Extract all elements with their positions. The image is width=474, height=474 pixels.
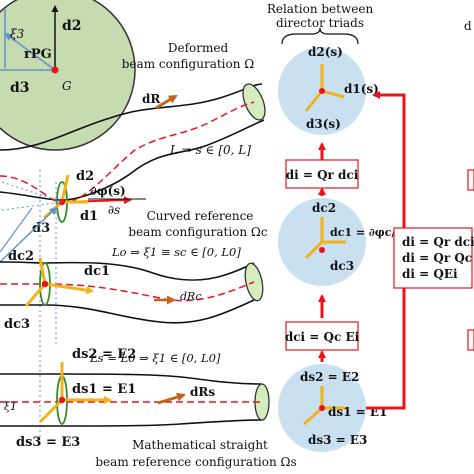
straight-beam-top-outline bbox=[0, 373, 263, 385]
curved-title-line2: beam configuration Ωc bbox=[128, 225, 267, 239]
top-relation-text: di = Qr dci bbox=[286, 168, 359, 182]
dphi-numerator: ∂φ(s) bbox=[90, 184, 125, 198]
curved-d1-triad bbox=[44, 282, 94, 295]
circle-middle-centroid bbox=[319, 247, 325, 253]
right-relation-frame bbox=[393, 227, 473, 289]
straight-beam: Ls = L0 ⇒ ξ1 ∈ [0, L0] ds2 = E2 ds1 = E1… bbox=[0, 347, 297, 469]
deformed-d1-label: d1 bbox=[80, 209, 98, 224]
circle-bottom-d3-axis bbox=[303, 406, 323, 426]
circle-top-d3-label: d3(s) bbox=[306, 117, 341, 131]
circle-bottom-d3-label: ds3 = E3 bbox=[308, 433, 367, 447]
position-vector-2 bbox=[0, 207, 33, 253]
relation-brace bbox=[281, 27, 359, 45]
circle-top-centroid bbox=[319, 88, 325, 94]
circle-middle-d2-label: dc2 bbox=[312, 201, 336, 215]
mid-relation-box: dci = Qc Ei bbox=[285, 321, 360, 351]
deformed-d2-triad bbox=[60, 174, 70, 203]
deformed-d3-label: d3 bbox=[32, 221, 50, 236]
relation-heading-line2: director triads bbox=[276, 16, 364, 30]
circle-bottom-d2-label: ds2 = E2 bbox=[300, 370, 359, 384]
d2-label: d2 bbox=[62, 18, 82, 34]
xi3-label: ξ3 bbox=[10, 27, 25, 41]
straight-section-centroid bbox=[58, 396, 66, 404]
cross-section: ξ3 d2 rPG d3 G bbox=[0, 0, 136, 151]
curved-dR-label: dRc bbox=[180, 290, 201, 303]
circle-middle-d3-label: dc3 bbox=[330, 259, 354, 273]
deformed-section-centroid bbox=[58, 198, 66, 206]
rpg-vector bbox=[4, 32, 56, 71]
dphi-denominator: ∂s bbox=[108, 203, 120, 217]
deformed-title-line1: Deformed bbox=[168, 41, 229, 55]
right-cut-box-bottom bbox=[467, 329, 474, 351]
curved-d3-triad bbox=[24, 283, 47, 307]
curved-d2-label: dc2 bbox=[8, 249, 34, 264]
circle-top-d3-axis bbox=[304, 90, 324, 112]
straight-length-map: Ls = L0 ⇒ ξ1 ∈ [0, L0] bbox=[89, 351, 221, 365]
straight-d3-triad bbox=[38, 398, 64, 424]
circle-top-d1-label: d1(s) bbox=[344, 82, 379, 96]
deformed-dR-arrow bbox=[155, 94, 178, 110]
top-relation-frame bbox=[285, 159, 359, 189]
circle-top-d2-label: d2(s) bbox=[308, 45, 343, 59]
circle-bottom-centroid bbox=[319, 405, 325, 411]
top-relation-box: di = Qr dci bbox=[285, 159, 359, 189]
deformed-beam: Deformed beam configuration Ω dR L ⇒ s ∈… bbox=[0, 41, 266, 236]
curved-beam-bottom-outline bbox=[0, 299, 255, 324]
right-cut-heading: d bbox=[464, 19, 472, 33]
deformed-dR-label: dR bbox=[142, 92, 161, 106]
right-relation-line1: di = Qr dci bbox=[402, 235, 474, 249]
curved-beam: Curved reference beam configuration Ωc L… bbox=[0, 209, 268, 332]
d3-label: d3 bbox=[10, 80, 30, 96]
curved-section-centroid bbox=[41, 280, 49, 288]
circle-bottom: ds2 = E2 ds1 = E1 ds3 = E3 bbox=[278, 364, 387, 452]
curved-d2-triad bbox=[38, 257, 47, 285]
straight-title-line2: beam reference configuration Ωs bbox=[95, 455, 296, 469]
straight-d3-label: ds3 = E3 bbox=[16, 435, 80, 450]
mid-relation-text: dci = Qc Ei bbox=[285, 330, 360, 344]
curved-beam-centerline bbox=[0, 281, 255, 302]
curved-title-line1: Curved reference bbox=[147, 209, 254, 223]
position-vector bbox=[0, 206, 58, 263]
curved-d3-label: dc3 bbox=[4, 317, 30, 332]
curved-d1-label: dc1 bbox=[84, 264, 110, 279]
circle-top: d2(s) d1(s) d3(s) bbox=[278, 45, 379, 135]
right-relation-line3: di = QEi bbox=[402, 267, 458, 281]
deformed-length-map: L ⇒ s ∈ [0, L] bbox=[169, 143, 251, 157]
deformed-beam-top-outline bbox=[0, 83, 263, 151]
straight-d2-label: ds2 = E2 bbox=[72, 347, 136, 362]
circle-top-d1-axis bbox=[321, 89, 345, 99]
right-relation-box: di = Qr dci di = Qr Qc Ei di = QEi bbox=[393, 227, 474, 289]
straight-dR-arrow bbox=[157, 392, 186, 405]
right-cut-box-top bbox=[467, 169, 474, 191]
mid-relation-frame bbox=[285, 321, 359, 351]
centroid-label: G bbox=[62, 79, 72, 93]
xi1-label: ξ1 bbox=[4, 400, 17, 413]
curved-beam-top-outline bbox=[0, 261, 255, 281]
deformed-title-line2: beam configuration Ω bbox=[122, 57, 255, 71]
straight-dR-label: dRs bbox=[190, 385, 215, 399]
straight-beam-bottom-outline bbox=[0, 419, 263, 427]
straight-title-line1: Mathematical straight bbox=[132, 438, 268, 452]
deformed-d2-label: d2 bbox=[76, 169, 94, 184]
curved-length-map: Lo ⇒ ξ1 ≡ sc ∈ [0, L0] bbox=[111, 245, 241, 259]
rpg-label: rPG bbox=[24, 47, 52, 62]
centroid-point bbox=[51, 66, 59, 74]
relation-heading-line1: Relation between bbox=[267, 2, 374, 16]
circle-middle-d3-axis bbox=[304, 240, 324, 260]
straight-d1-label: ds1 = E1 bbox=[72, 382, 136, 397]
right-relation-line2: di = Qr Qc Ei bbox=[402, 251, 474, 265]
cross-section-disk bbox=[0, 0, 136, 151]
